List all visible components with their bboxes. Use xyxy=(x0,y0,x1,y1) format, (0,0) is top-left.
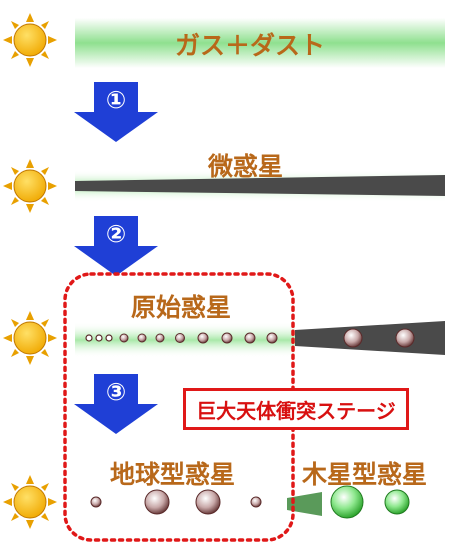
step-number-1: ① xyxy=(106,86,126,114)
protoplanet-label: 原始惑星 xyxy=(131,293,232,322)
step-number-2: ② xyxy=(106,220,126,248)
sun-icon xyxy=(2,12,58,68)
planetesimal-label: 微惑星 xyxy=(208,152,284,181)
sun-icon xyxy=(2,474,58,530)
terrestrial-planet-label: 地球型惑星 xyxy=(110,460,236,489)
gas-dust-band xyxy=(75,18,445,68)
jovian-planet-label: 木星型惑星 xyxy=(302,460,428,489)
planetesimal-disk xyxy=(75,175,445,196)
step-number-3: ③ xyxy=(106,378,126,406)
sun-icon xyxy=(2,158,58,214)
gas-remnant-wedge xyxy=(287,492,322,516)
protoplanet-row xyxy=(85,328,415,348)
protoplanet-disk-outer xyxy=(295,321,445,355)
giant-impact-callout: 巨大天体衝突ステージ xyxy=(183,388,409,430)
final-planets xyxy=(90,485,410,519)
gas-dust-label: ガス＋ダスト xyxy=(175,31,326,60)
sun-icon xyxy=(2,310,58,366)
